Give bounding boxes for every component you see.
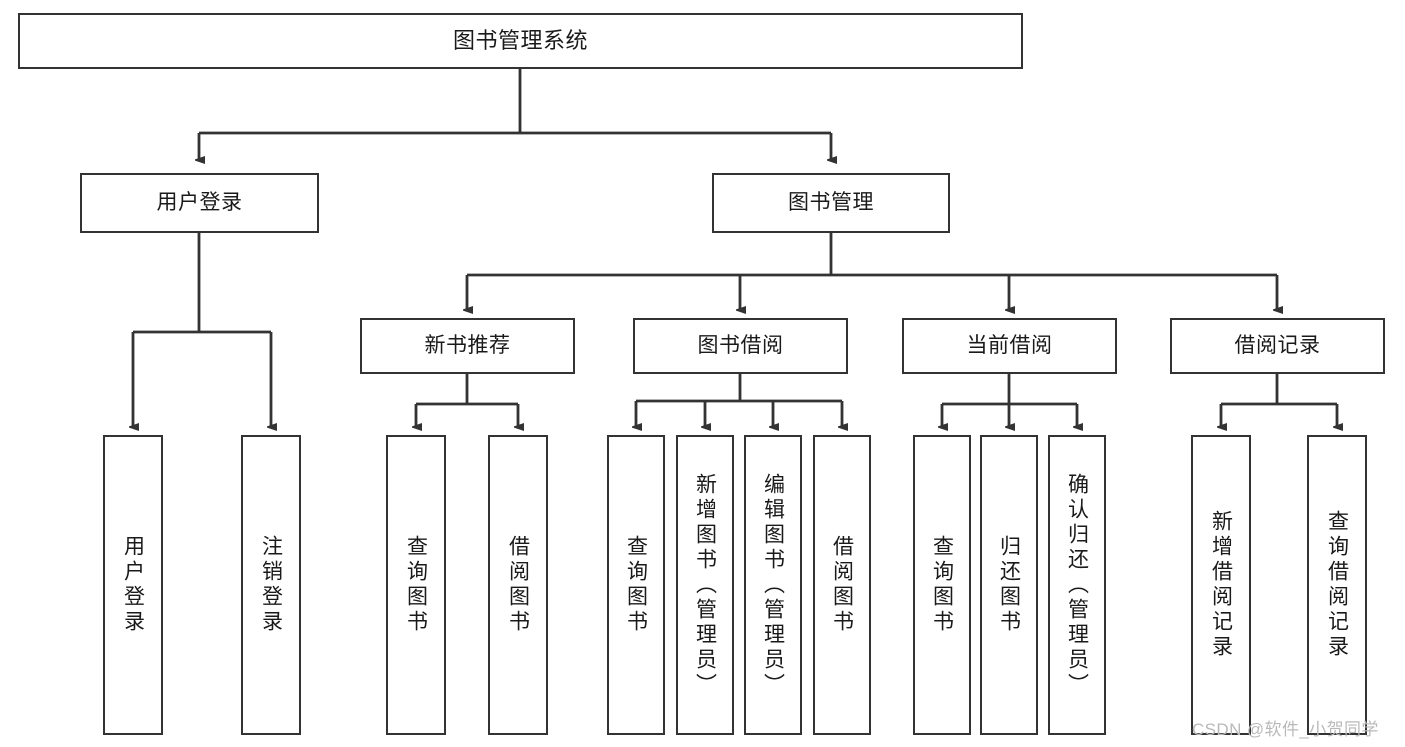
node-label: 新书推荐 (424, 333, 511, 357)
node-borrow-record[interactable]: 借阅记录 (1170, 318, 1385, 374)
csdn-watermark: CSDN @软件_小贺同学 (1192, 720, 1379, 739)
node-label: 新增图书（管理员） (693, 472, 717, 698)
node-label: 借阅图书 (830, 535, 854, 635)
node-label: 注销登录 (259, 535, 283, 635)
node-label: 查询图书 (404, 535, 428, 635)
node-label: 新增借阅记录 (1209, 510, 1233, 660)
node-label: 确认归还（管理员） (1065, 472, 1089, 698)
leaf-user-login-login[interactable]: 用户登录 (103, 435, 163, 735)
node-label: 图书管理系统 (452, 28, 588, 54)
node-book-management[interactable]: 图书管理 (712, 173, 950, 233)
leaf-current-return-book[interactable]: 归还图书 (980, 435, 1038, 735)
node-label: 查询图书 (624, 535, 648, 635)
node-label: 借阅记录 (1234, 333, 1321, 357)
leaf-record-query-record[interactable]: 查询借阅记录 (1307, 435, 1367, 735)
node-book-borrow[interactable]: 图书借阅 (633, 318, 848, 374)
node-user-login[interactable]: 用户登录 (80, 173, 319, 233)
node-label: 用户登录 (121, 535, 145, 635)
leaf-borrow-query-book[interactable]: 查询图书 (607, 435, 665, 735)
leaf-record-add-record[interactable]: 新增借阅记录 (1191, 435, 1251, 735)
leaf-recommend-query-book[interactable]: 查询图书 (386, 435, 446, 735)
node-label: 借阅图书 (506, 535, 530, 635)
leaf-current-confirm-return-admin[interactable]: 确认归还（管理员） (1048, 435, 1106, 735)
node-current-borrow[interactable]: 当前借阅 (902, 318, 1117, 374)
leaf-borrow-borrow-book[interactable]: 借阅图书 (813, 435, 871, 735)
leaf-borrow-add-book-admin[interactable]: 新增图书（管理员） (676, 435, 734, 735)
leaf-borrow-edit-book-admin[interactable]: 编辑图书（管理员） (744, 435, 802, 735)
node-label: 查询借阅记录 (1325, 510, 1349, 660)
node-new-book-recommend[interactable]: 新书推荐 (360, 318, 575, 374)
leaf-user-login-logout[interactable]: 注销登录 (241, 435, 301, 735)
node-root-system[interactable]: 图书管理系统 (18, 13, 1023, 69)
leaf-recommend-borrow-book[interactable]: 借阅图书 (488, 435, 548, 735)
leaf-current-query-book[interactable]: 查询图书 (913, 435, 971, 735)
node-label: 查询图书 (930, 535, 954, 635)
node-label: 编辑图书（管理员） (761, 472, 785, 698)
node-label: 图书管理 (788, 190, 874, 214)
node-label: 图书借阅 (697, 333, 784, 357)
node-label: 当前借阅 (966, 333, 1053, 357)
node-label: 用户登录 (156, 190, 243, 214)
node-label: 归还图书 (997, 535, 1021, 635)
